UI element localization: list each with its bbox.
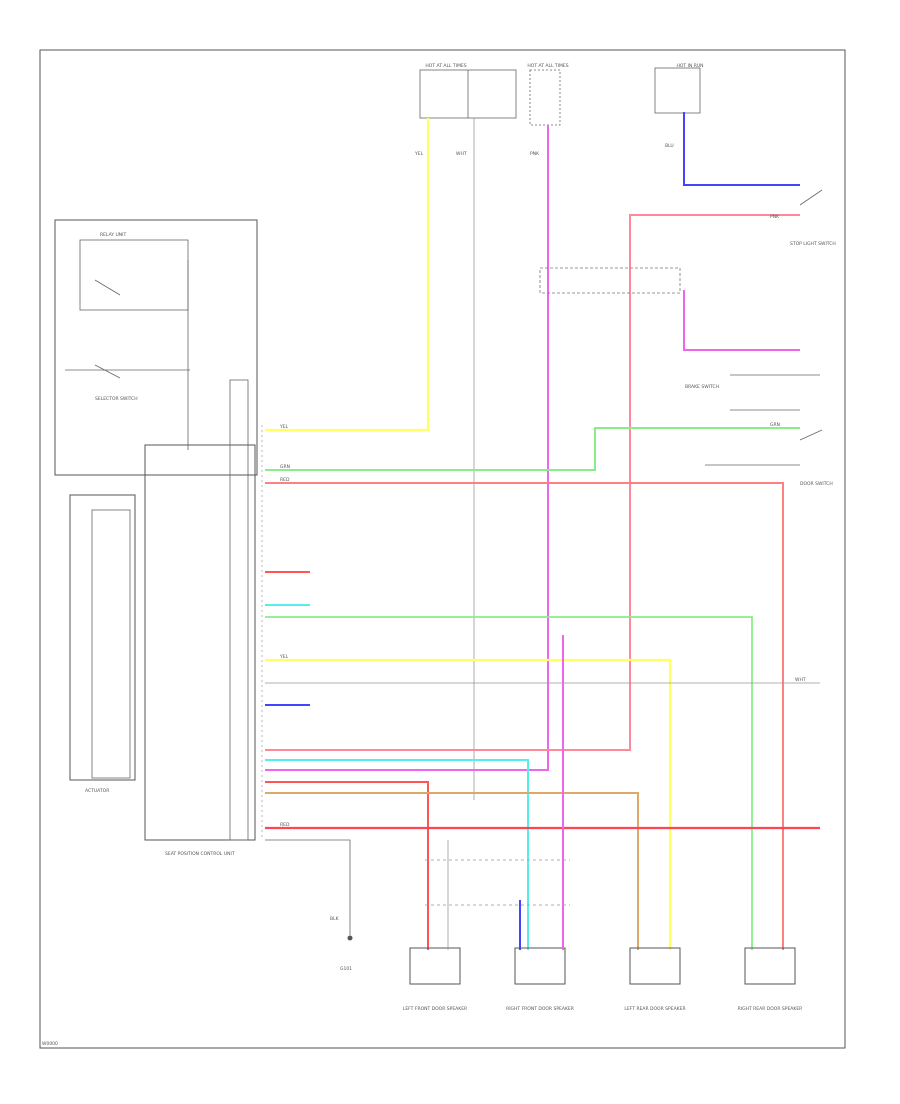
- fuse-box-main: HOT AT ALL TIMES HOT AT ALL TIMES HOT IN…: [419, 63, 704, 126]
- control-unit: SEAT POSITION CONTROL UNIT: [144, 379, 256, 857]
- wire-red-spk1: [265, 781, 429, 950]
- relay-unit-label: RELAY UNIT: [100, 232, 126, 238]
- speaker-right-front: RIGHT FRONT DOOR SPEAKER: [506, 947, 574, 1012]
- svg-text:YEL: YEL: [414, 151, 424, 157]
- actuator: ACTUATOR: [69, 494, 136, 794]
- svg-text:BLU: BLU: [665, 143, 674, 149]
- wire-red-top: RED: [265, 477, 784, 950]
- wire-green-top: GRN GRN: [265, 422, 800, 471]
- svg-text:RED: RED: [280, 822, 290, 828]
- wire-tan-spk3: [265, 792, 639, 950]
- fuse-label-2: HOT AT ALL TIMES: [527, 63, 568, 69]
- svg-text:STOP LIGHT SWITCH: STOP LIGHT SWITCH: [790, 241, 836, 247]
- svg-text:G101: G101: [340, 966, 352, 972]
- svg-text:PNK: PNK: [530, 151, 540, 157]
- speaker-feed-wires: [425, 635, 570, 950]
- wire-yellow-low: YEL: [265, 654, 672, 950]
- svg-text:RED: RED: [280, 477, 290, 483]
- speaker-right-rear: RIGHT REAR DOOR SPEAKER: [738, 947, 803, 1012]
- svg-text:LEFT FRONT DOOR SPEAKER: LEFT FRONT DOOR SPEAKER: [403, 1006, 467, 1012]
- svg-text:YEL: YEL: [279, 424, 289, 430]
- svg-text:RIGHT FRONT DOOR SPEAKER: RIGHT FRONT DOOR SPEAKER: [506, 1006, 574, 1012]
- speaker-left-front: LEFT FRONT DOOR SPEAKER: [403, 947, 467, 1012]
- relay-assembly: RELAY UNIT SELECTOR SWITCH: [54, 219, 258, 476]
- svg-text:YEL: YEL: [279, 654, 289, 660]
- wire-magenta-main: PNK: [265, 125, 549, 771]
- svg-text:RIGHT REAR DOOR SPEAKER: RIGHT REAR DOOR SPEAKER: [738, 1006, 803, 1012]
- stop-light-switch: STOP LIGHT SWITCH: [790, 189, 836, 247]
- actuator-label: ACTUATOR: [85, 788, 109, 794]
- wire-magenta-right: [683, 290, 800, 351]
- footer-code: W0000: [42, 1041, 58, 1047]
- diagram-frame: [39, 49, 846, 1049]
- wire-ground: BLK: [265, 839, 351, 935]
- svg-text:BLK: BLK: [330, 916, 340, 922]
- wire-grey-top: WHT: [456, 118, 475, 800]
- brake-switch: BRAKE SWITCH: [685, 374, 820, 411]
- fuse-label-1: HOT AT ALL TIMES: [425, 63, 466, 69]
- wire-ltgreen: [265, 616, 753, 950]
- splice-box: [539, 267, 681, 294]
- door-switch: DOOR SWITCH: [705, 429, 833, 487]
- svg-text:PNK: PNK: [770, 214, 780, 220]
- wire-red-main: RED: [265, 822, 820, 830]
- wire-grey-low: WHT: [265, 677, 820, 684]
- wire-cyan-spk: [265, 759, 529, 950]
- svg-text:BRAKE SWITCH: BRAKE SWITCH: [685, 384, 719, 390]
- svg-text:WHT: WHT: [456, 151, 467, 157]
- fuse-label-3: HOT IN RUN: [676, 63, 703, 69]
- control-unit-label: SEAT POSITION CONTROL UNIT: [165, 851, 235, 857]
- svg-text:WHT: WHT: [795, 677, 806, 683]
- selector-switch-label: SELECTOR SWITCH: [95, 396, 138, 402]
- svg-text:LEFT REAR DOOR SPEAKER: LEFT REAR DOOR SPEAKER: [624, 1006, 685, 1012]
- speaker-left-rear: LEFT REAR DOOR SPEAKER: [624, 947, 686, 1012]
- ground-symbol: G101: [340, 935, 353, 972]
- wire-yellow-top: YEL YEL: [265, 118, 430, 432]
- svg-text:GRN: GRN: [770, 422, 780, 428]
- svg-text:GRN: GRN: [280, 464, 290, 470]
- svg-text:DOOR SWITCH: DOOR SWITCH: [800, 481, 833, 487]
- wire-blue-top: BLU: [665, 112, 800, 186]
